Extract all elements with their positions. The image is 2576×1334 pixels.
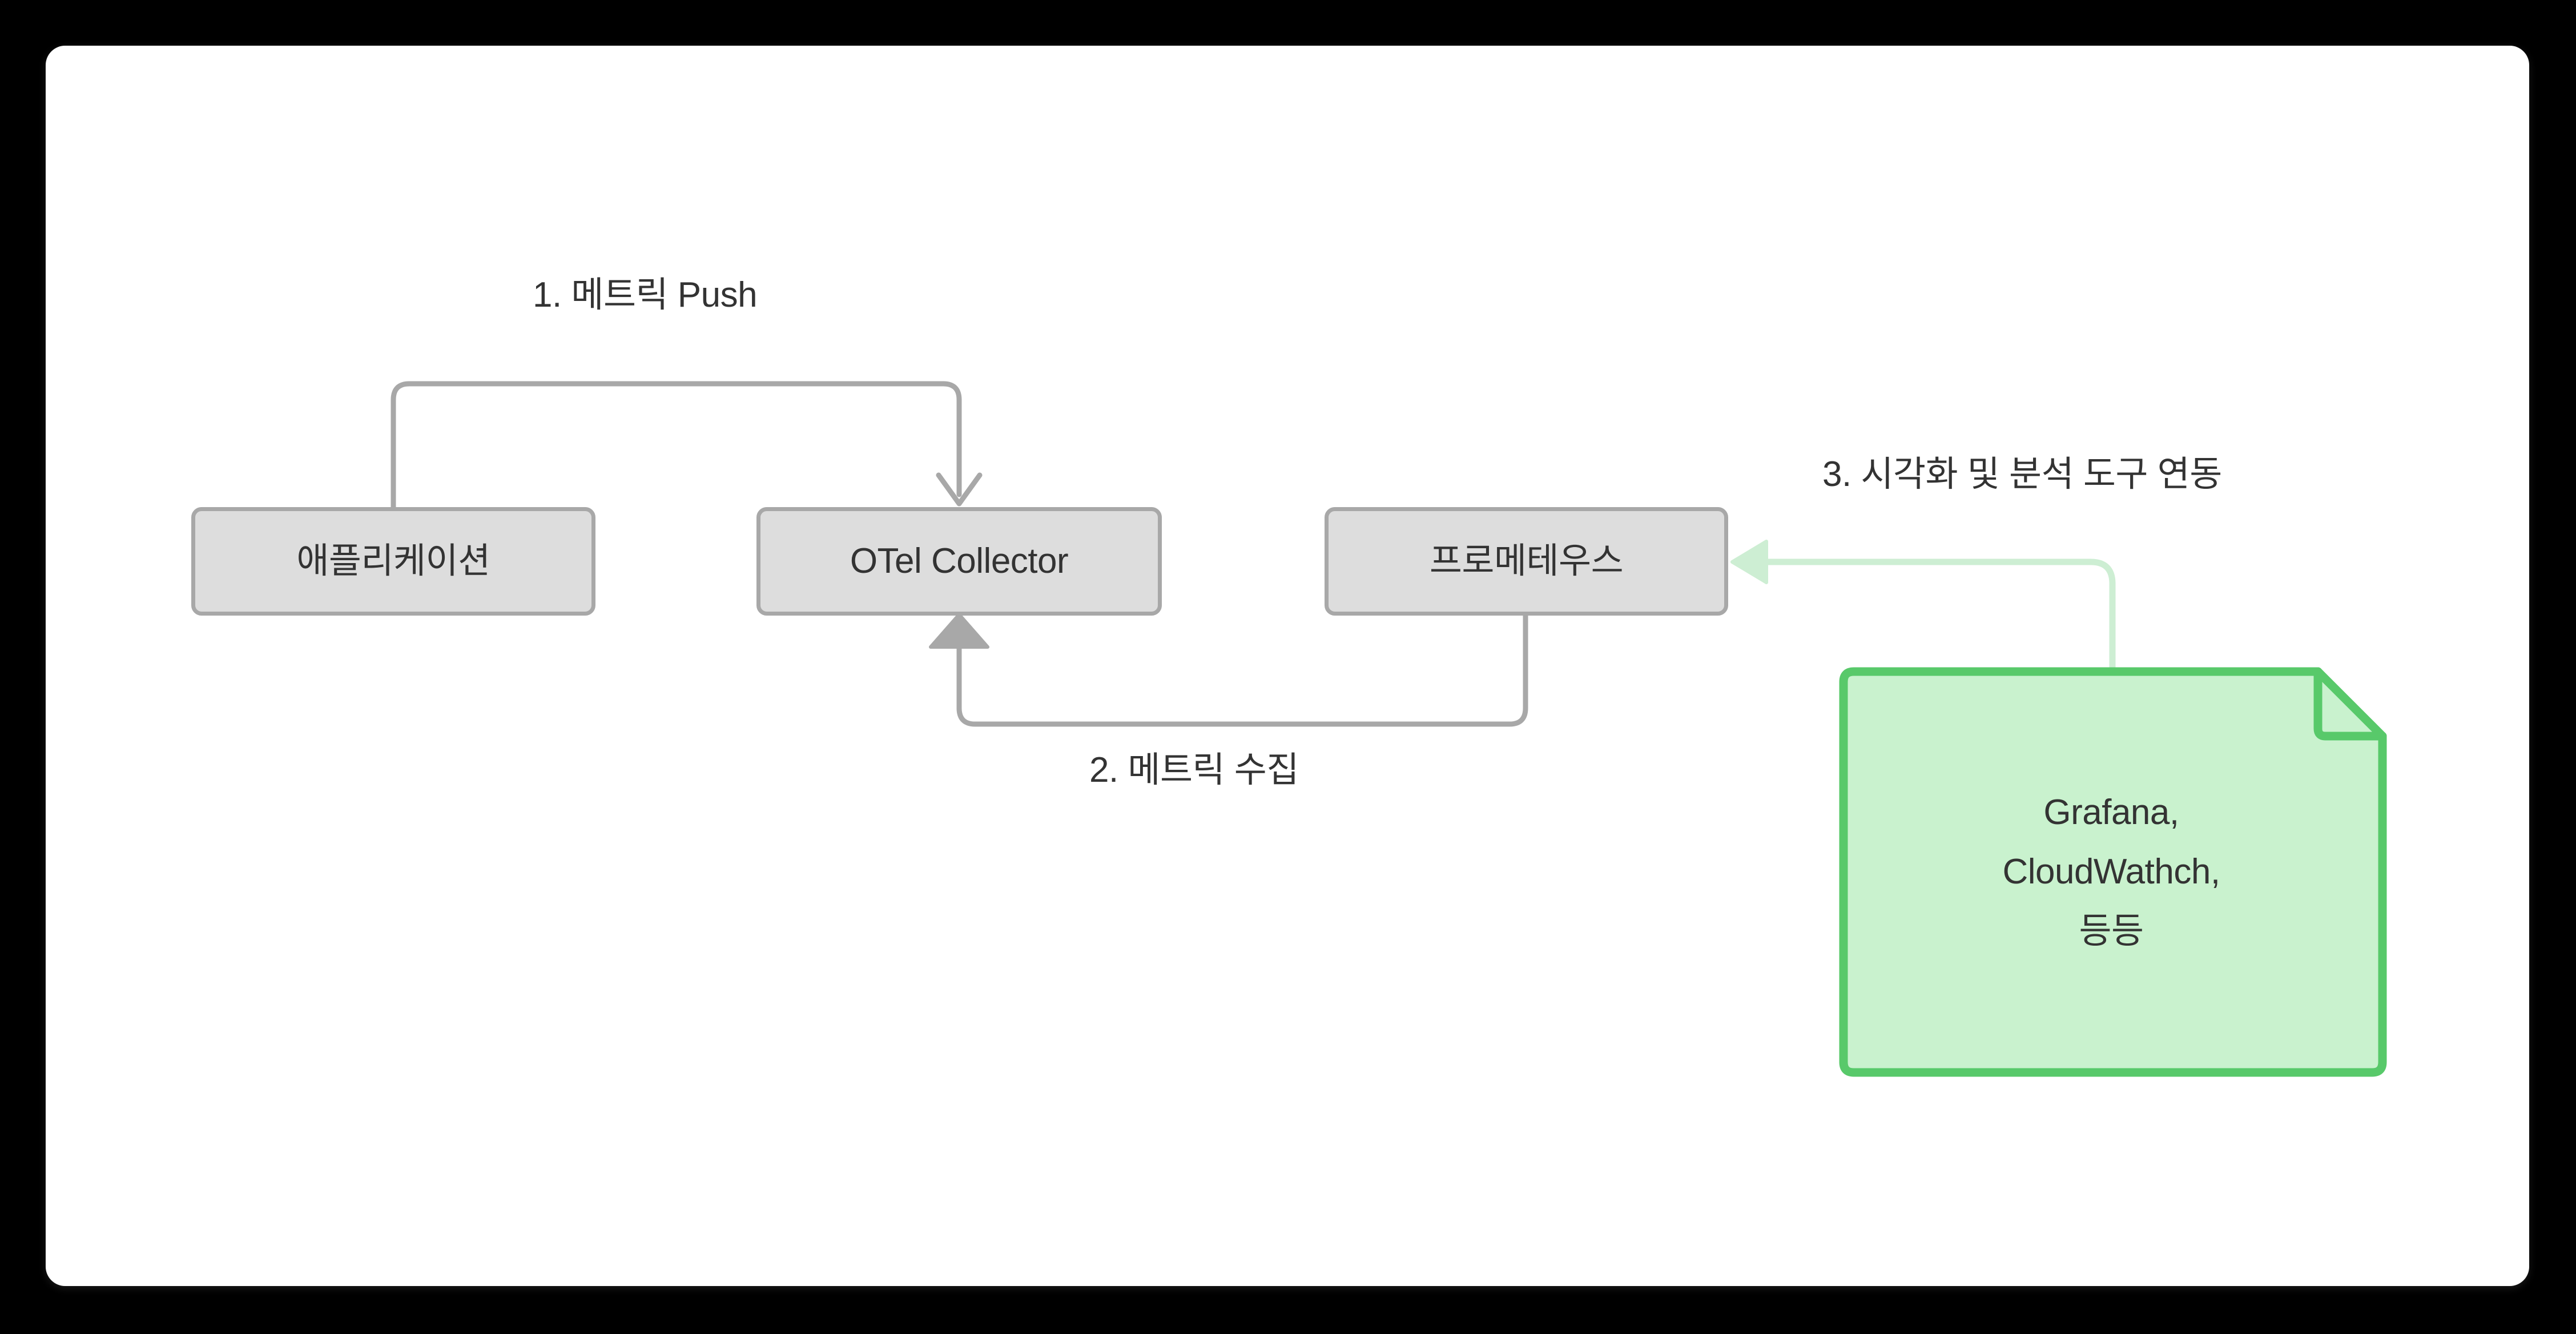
- node-prometheus-label: 프로메테우스: [1429, 541, 1624, 581]
- note-shape-icon: [1839, 667, 2387, 1077]
- node-application-label: 애플리케이션: [296, 541, 490, 581]
- edge-label-3: 3. 시각화 및 분석 도구 연동: [1822, 455, 2222, 494]
- node-prometheus[interactable]: 프로메테우스: [1325, 507, 1728, 616]
- node-application[interactable]: 애플리케이션: [191, 507, 595, 616]
- node-otel-collector-label: OTel Collector: [850, 541, 1069, 581]
- node-otel-collector[interactable]: OTel Collector: [756, 507, 1162, 616]
- node-visualization-tools-note[interactable]: Grafana, CloudWathch, 등등: [1836, 667, 2387, 1077]
- note-line-2: CloudWathch,: [2002, 851, 2220, 891]
- diagram-panel: [46, 46, 2529, 1286]
- note-text-block: Grafana, CloudWathch, 등등: [1836, 667, 2387, 1077]
- edge-label-1: 1. 메트릭 Push: [533, 275, 758, 315]
- edge-label-2: 2. 메트릭 수집: [1089, 750, 1299, 790]
- note-line-1: Grafana,: [2043, 792, 2179, 832]
- note-line-3: 등등: [2079, 911, 2144, 951]
